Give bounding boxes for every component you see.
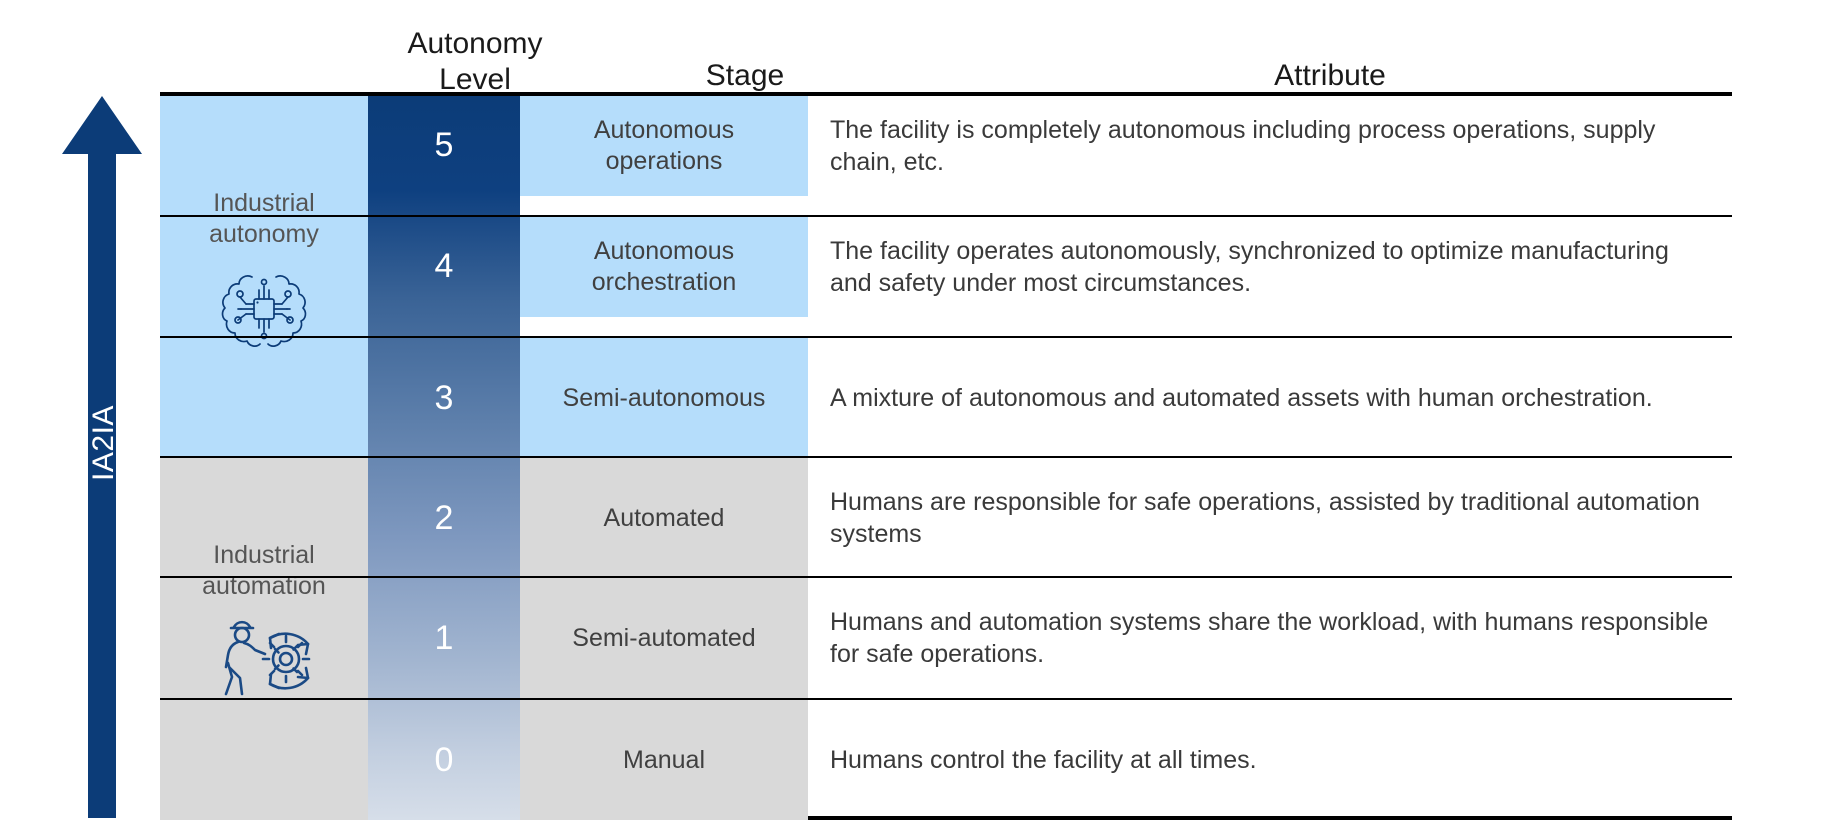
- stage-label-line2: orchestration: [591, 267, 737, 296]
- column-header-autonomy-level: Autonomy Level: [400, 26, 550, 98]
- stage-cell-2: Automated: [520, 458, 808, 578]
- column-header-attribute: Attribute: [1274, 59, 1386, 92]
- stage-cell-1: Semi-automated: [520, 578, 808, 698]
- group-label-industrial-automation: Industrial automation: [160, 540, 368, 602]
- autonomy-level-value-5: 5: [434, 126, 454, 165]
- row-divider: [160, 215, 1732, 217]
- ia2ia-arrow: IA2IA: [62, 96, 142, 818]
- attribute-text: The facility operates autonomously, sync…: [830, 236, 1669, 297]
- group-label-line1: Industrial: [213, 541, 315, 569]
- stage-label-line1: Manual: [623, 745, 705, 774]
- attribute-text: Humans control the facility at all times…: [830, 746, 1257, 774]
- table-top-rule: [160, 92, 1732, 96]
- group-band-industrial-automation: Industrial automation: [160, 458, 368, 820]
- attribute-cell-5: The facility is completely autonomous in…: [808, 96, 1732, 196]
- group-band-industrial-autonomy: Industrial autonomy: [160, 96, 368, 458]
- group-label-line2: autonomy: [209, 220, 319, 248]
- stage-label-line1: Autonomous: [593, 115, 735, 144]
- autonomy-level-value-2: 2: [434, 498, 454, 537]
- stage-label-line2: operations: [605, 146, 723, 175]
- brain-chip-icon: [160, 268, 368, 350]
- attribute-text: Humans and automation systems share the …: [830, 608, 1709, 668]
- autonomy-level-value-1: 1: [434, 618, 454, 657]
- autonomy-level-value-4: 4: [434, 247, 454, 286]
- column-header-stage: Stage: [705, 59, 785, 92]
- attribute-text: The facility is completely autonomous in…: [830, 115, 1656, 176]
- attribute-cell-1: Humans and automation systems share the …: [808, 578, 1732, 698]
- stage-label-line1: Semi-automated: [572, 623, 756, 652]
- stage-cell-4: Autonomous orchestration: [520, 217, 808, 317]
- group-label-line1: Industrial: [213, 189, 315, 217]
- worker-gear-icon: [160, 618, 368, 700]
- attribute-cell-0: Humans control the facility at all times…: [808, 700, 1732, 820]
- row-divider: [160, 576, 1732, 578]
- stage-label-line1: Autonomous: [593, 236, 735, 265]
- stage-cell-3: Semi-autonomous: [520, 338, 808, 458]
- autonomy-level-value-3: 3: [434, 378, 454, 417]
- table-bottom-rule: [160, 816, 1732, 820]
- arrow-up-icon: [62, 96, 142, 818]
- stage-cell-5: Autonomous operations: [520, 96, 808, 196]
- column-header-autonomy-level-line1: Autonomy: [407, 27, 543, 60]
- attribute-cell-4: The facility operates autonomously, sync…: [808, 217, 1732, 317]
- group-label-industrial-autonomy: Industrial autonomy: [160, 188, 368, 250]
- ia2ia-label: IA2IA: [87, 405, 120, 481]
- row-divider: [160, 698, 1732, 700]
- stage-label-line1: Semi-autonomous: [562, 383, 766, 412]
- attribute-text: Humans are responsible for safe operatio…: [830, 488, 1700, 548]
- attribute-cell-3: A mixture of autonomous and automated as…: [808, 338, 1732, 458]
- stage-label-line1: Automated: [603, 503, 725, 532]
- attribute-text: A mixture of autonomous and automated as…: [830, 384, 1653, 412]
- attribute-cell-2: Humans are responsible for safe operatio…: [808, 458, 1732, 578]
- row-divider: [160, 336, 1732, 338]
- stage-cell-0: Manual: [520, 700, 808, 820]
- autonomy-level-value-0: 0: [434, 740, 454, 779]
- row-divider: [160, 456, 1732, 458]
- column-header-autonomy-level-line2: Level: [439, 63, 511, 96]
